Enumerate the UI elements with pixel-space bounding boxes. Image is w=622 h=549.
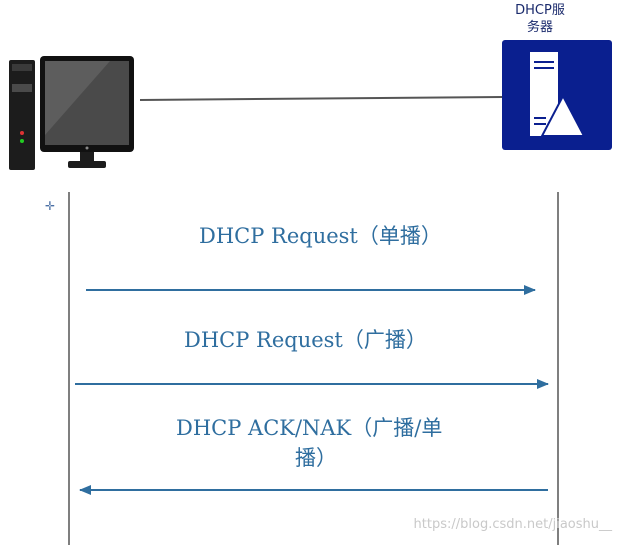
message-label-ack-nak-line1: DHCP ACK/NAK（广播/单 [176, 416, 443, 440]
message-label-request-unicast: DHCP Request（单播） [199, 224, 442, 248]
watermark: https://blog.csdn.net/jiaoshu__ [413, 517, 612, 532]
server-label: DHCP服 务器 [500, 2, 580, 36]
message-label-ack-nak-line2: 播） [295, 446, 337, 470]
desktop-computer-icon [9, 56, 134, 170]
network-link-line [139, 96, 504, 101]
server-icon [502, 40, 612, 150]
message-label-request-broadcast: DHCP Request（广播） [184, 328, 427, 352]
cross-marker-icon: ✛ [45, 199, 56, 213]
server-label-line2: 务器 [526, 20, 553, 35]
server-label-line1: DHCP服 [515, 3, 565, 18]
